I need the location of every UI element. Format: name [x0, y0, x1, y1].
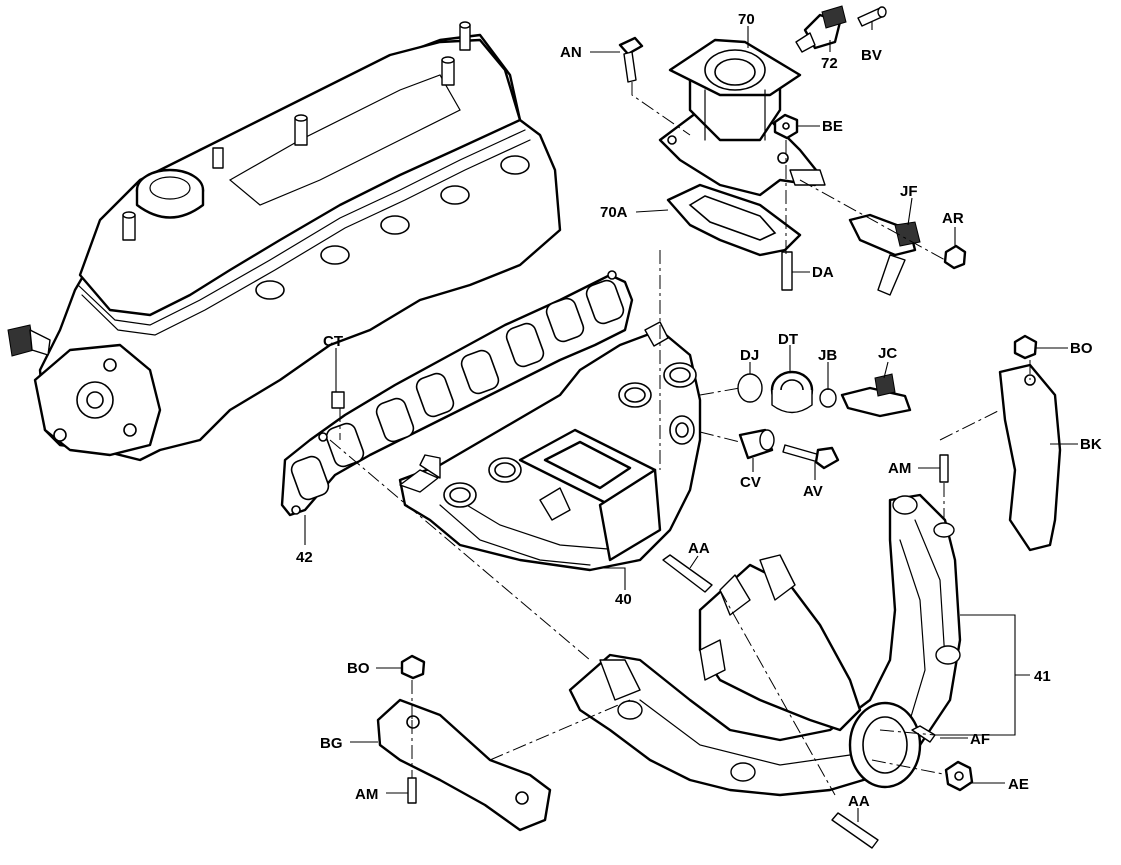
- cylinder-head-assembly: [7, 21, 562, 462]
- callout-BK: BK: [1080, 436, 1102, 453]
- nut-AE: [944, 760, 974, 792]
- callout-CV: CV: [740, 474, 761, 491]
- injector-JF: [848, 213, 921, 296]
- nut-BO-bottom: [400, 654, 426, 680]
- callout-DA: DA: [812, 264, 834, 281]
- callout-70A: 70A: [600, 204, 628, 221]
- throttle-body-70: [658, 38, 826, 197]
- callout-leader-lines: [304, 22, 1078, 822]
- bolt-AN: [618, 36, 644, 83]
- callout-JC: JC: [878, 345, 897, 362]
- callout-BE: BE: [822, 118, 843, 135]
- callout-AE: AE: [1008, 776, 1029, 793]
- injector-JC: [840, 373, 912, 418]
- nut-BO-top: [1013, 334, 1038, 360]
- callout-JF: JF: [900, 183, 918, 200]
- callout-BO-top: BO: [1070, 340, 1093, 357]
- nut-AR: [943, 244, 967, 270]
- pin-AM-top: [939, 454, 949, 483]
- stud-BV: [857, 6, 887, 27]
- callout-AA-bottom: AA: [848, 793, 870, 810]
- callout-BV: BV: [861, 47, 882, 64]
- bracket-BK: [998, 363, 1062, 552]
- callout-DT: DT: [778, 331, 798, 348]
- bracket-BG-hole: [406, 715, 420, 729]
- o-ring-DJ: [737, 373, 763, 403]
- callout-72: 72: [821, 55, 838, 72]
- callout-CT: CT: [323, 333, 343, 350]
- callout-JB: JB: [818, 347, 837, 364]
- throttle-gasket-70A-opening: [688, 195, 777, 241]
- callout-AR: AR: [942, 210, 964, 227]
- intake-gasket-42: [280, 270, 634, 517]
- bracket-BG-hole-2: [515, 791, 529, 805]
- pin-CT: [331, 391, 345, 409]
- callout-AA-top: AA: [688, 540, 710, 557]
- callout-AM-top: AM: [888, 460, 911, 477]
- callout-AF: AF: [970, 731, 990, 748]
- callout-70: 70: [738, 11, 755, 28]
- seal-JB: [819, 388, 837, 408]
- adapter-DT: [770, 370, 814, 414]
- callout-41: 41: [1034, 668, 1051, 685]
- sensor-72: [795, 5, 847, 53]
- spacer-CV: [738, 428, 775, 460]
- callout-42: 42: [296, 549, 313, 566]
- stud-AA-top: [662, 554, 713, 593]
- callout-labels: 70 72 BV AN BE 70A JF AR DA CT DJ DT JB …: [296, 11, 1102, 810]
- intake-manifold-40: [398, 321, 702, 572]
- nut-BE: [773, 113, 799, 140]
- stud-DA: [781, 251, 793, 291]
- bolt-AV: [782, 444, 840, 470]
- callout-AM-bottom: AM: [355, 786, 378, 803]
- callout-BO-bottom: BO: [347, 660, 370, 677]
- bracket-BG: [376, 698, 552, 832]
- callout-DJ: DJ: [740, 347, 759, 364]
- assembly-center-lines: [329, 82, 1031, 796]
- pin-AM-bottom: [407, 777, 417, 804]
- callout-AN: AN: [560, 44, 582, 61]
- callout-AV: AV: [803, 483, 823, 500]
- callout-40: 40: [615, 591, 632, 608]
- callout-BG: BG: [320, 735, 343, 752]
- stud-AA-bottom: [831, 812, 879, 849]
